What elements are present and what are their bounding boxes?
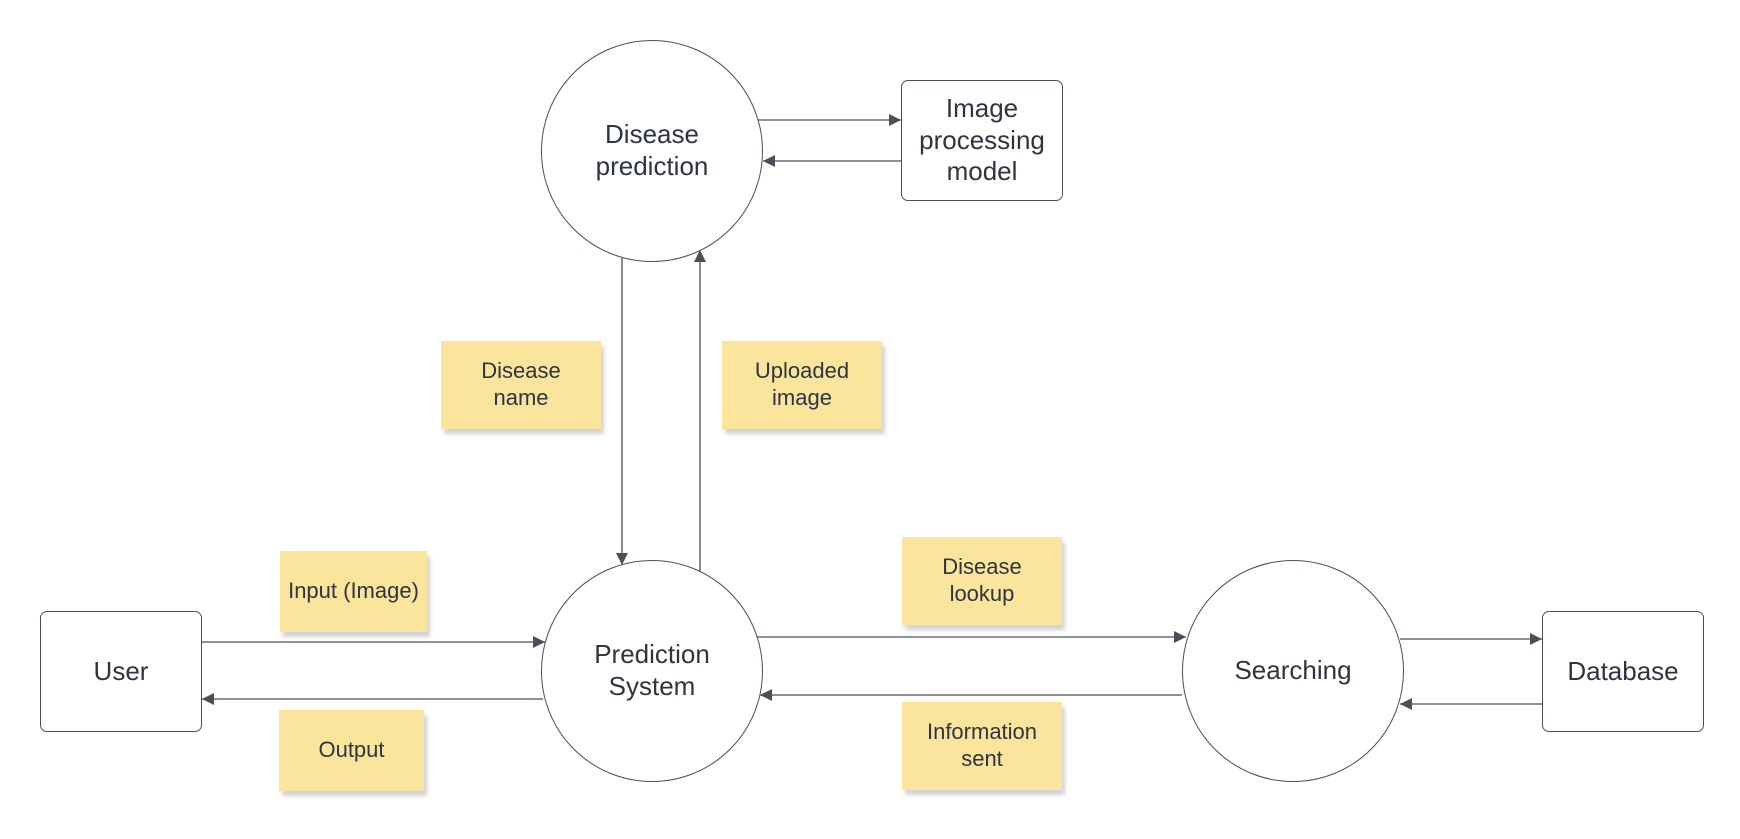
image-processing-model-entity[interactable]: Image processing model <box>901 80 1063 201</box>
database-label: Database <box>1567 655 1679 686</box>
note-information-sent-text: Information sent <box>926 719 1038 771</box>
note-uploaded-image-text: Uploaded image <box>754 358 850 410</box>
searching-label: Searching <box>1234 655 1352 686</box>
note-disease-name-text: Disease name <box>481 358 561 410</box>
disease-prediction-process[interactable]: Disease prediction <box>541 40 763 262</box>
prediction-system-process[interactable]: Prediction System <box>541 560 763 782</box>
note-disease-name[interactable]: Disease name <box>441 341 601 429</box>
image-processing-model-label: Image processing model <box>919 92 1045 187</box>
note-output-text: Output <box>318 737 385 763</box>
searching-process[interactable]: Searching <box>1182 560 1404 782</box>
note-uploaded-image[interactable]: Uploaded image <box>722 341 882 429</box>
note-disease-lookup-text: Disease lookup <box>942 554 1022 606</box>
note-output[interactable]: Output <box>279 710 424 791</box>
database-entity[interactable]: Database <box>1542 611 1704 732</box>
note-disease-lookup[interactable]: Disease lookup <box>902 537 1062 625</box>
note-input-image[interactable]: Input (Image) <box>280 551 427 632</box>
prediction-system-label: Prediction System <box>594 639 710 701</box>
user-label: User <box>93 655 149 686</box>
note-input-image-text: Input (Image) <box>288 578 419 604</box>
note-information-sent[interactable]: Information sent <box>902 702 1062 790</box>
user-entity[interactable]: User <box>40 611 202 732</box>
disease-prediction-label: Disease prediction <box>595 119 709 181</box>
